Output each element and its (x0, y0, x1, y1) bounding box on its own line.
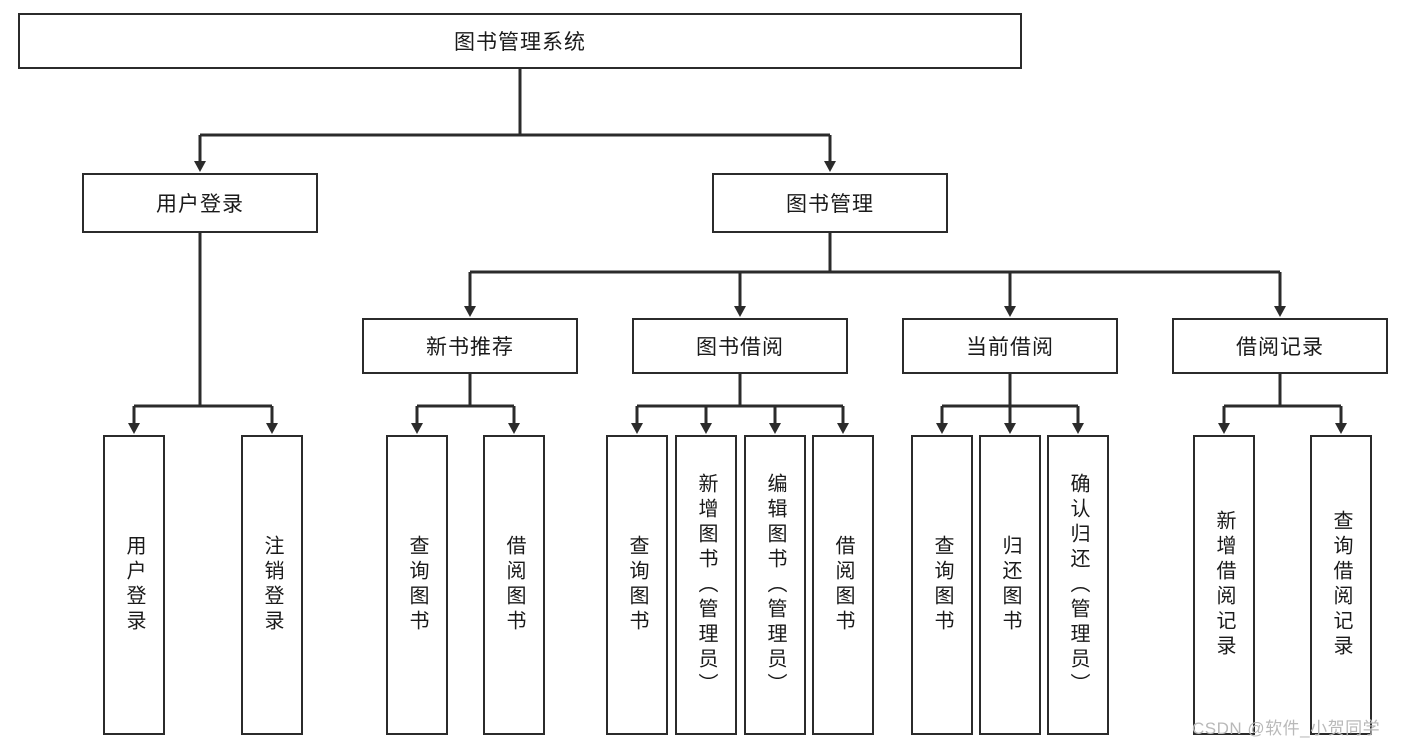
leaf-borrow-book-recommend[interactable]: 借阅图书 (483, 435, 545, 735)
node-label: 确认归还（管理员） (1067, 472, 1089, 698)
node-book-borrow[interactable]: 图书借阅 (632, 318, 848, 374)
leaf-logout[interactable]: 注销登录 (241, 435, 303, 735)
node-label: 注销登录 (261, 535, 283, 635)
node-label: 用户登录 (156, 193, 244, 216)
node-label: 图书管理系统 (454, 31, 586, 54)
node-book-management[interactable]: 图书管理 (712, 173, 948, 233)
leaf-confirm-return-admin[interactable]: 确认归还（管理员） (1047, 435, 1109, 735)
node-label: 查询图书 (626, 535, 648, 635)
node-label: 新增图书（管理员） (695, 472, 717, 698)
node-label: 图书管理 (786, 193, 874, 216)
leaf-borrow-book[interactable]: 借阅图书 (812, 435, 874, 735)
leaf-query-book-borrow[interactable]: 查询图书 (606, 435, 668, 735)
leaf-query-borrow-record[interactable]: 查询借阅记录 (1310, 435, 1372, 735)
node-current-borrow[interactable]: 当前借阅 (902, 318, 1118, 374)
leaf-return-book[interactable]: 归还图书 (979, 435, 1041, 735)
leaf-query-book-current[interactable]: 查询图书 (911, 435, 973, 735)
node-borrow-records[interactable]: 借阅记录 (1172, 318, 1388, 374)
node-label: 借阅图书 (503, 535, 525, 635)
node-label: 查询借阅记录 (1330, 510, 1352, 660)
leaf-add-borrow-record[interactable]: 新增借阅记录 (1193, 435, 1255, 735)
node-label: 当前借阅 (966, 336, 1054, 359)
node-label: 归还图书 (999, 535, 1021, 635)
node-label: 借阅记录 (1236, 336, 1324, 359)
node-label: 用户登录 (123, 535, 145, 635)
node-label: 查询图书 (406, 535, 428, 635)
node-user-login[interactable]: 用户登录 (82, 173, 318, 233)
leaf-add-book-admin[interactable]: 新增图书（管理员） (675, 435, 737, 735)
node-new-book-recommend[interactable]: 新书推荐 (362, 318, 578, 374)
node-label: 编辑图书（管理员） (764, 472, 786, 698)
node-label: 新书推荐 (426, 336, 514, 359)
node-label: 图书借阅 (696, 336, 784, 359)
leaf-user-login[interactable]: 用户登录 (103, 435, 165, 735)
leaf-query-book-recommend[interactable]: 查询图书 (386, 435, 448, 735)
node-label: 新增借阅记录 (1213, 510, 1235, 660)
leaf-edit-book-admin[interactable]: 编辑图书（管理员） (744, 435, 806, 735)
node-root-library-system[interactable]: 图书管理系统 (18, 13, 1022, 69)
node-label: 查询图书 (931, 535, 953, 635)
node-label: 借阅图书 (832, 535, 854, 635)
csdn-watermark: CSDN @软件_小贺同学 (1192, 719, 1381, 738)
